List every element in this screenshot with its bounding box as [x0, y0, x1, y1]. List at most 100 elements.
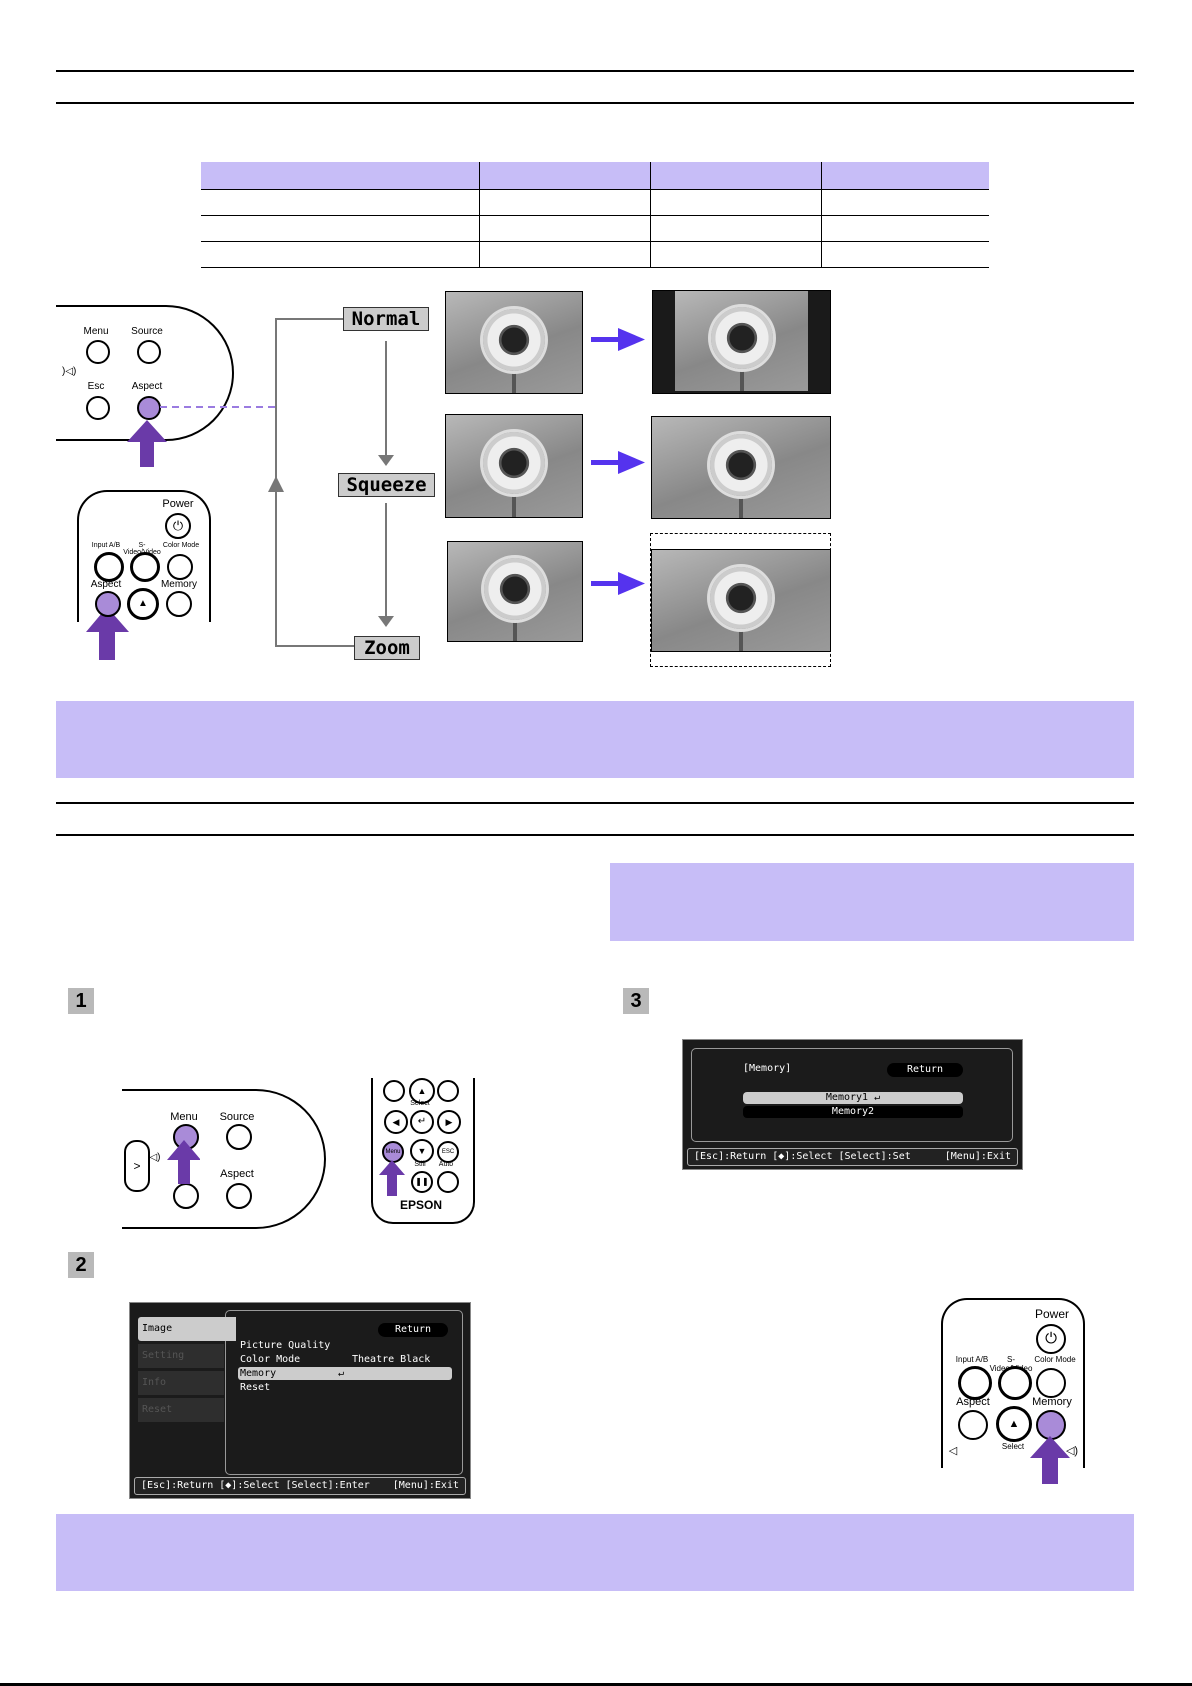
esc-label: ESC — [441, 1149, 455, 1155]
tab-image[interactable]: Image — [138, 1317, 236, 1341]
note-box — [56, 701, 1134, 778]
section-rule-bottom — [56, 834, 1134, 836]
menu-label: Menu — [170, 1111, 198, 1123]
tab-label: Setting — [142, 1350, 185, 1361]
step-1-badge: 1 — [68, 988, 94, 1014]
memory-title: [Memory] — [743, 1063, 792, 1074]
remote-top — [77, 490, 211, 622]
osd-menu-screen: Image Setting Info Reset Return Picture … — [129, 1302, 471, 1499]
tab-label: Image — [142, 1323, 173, 1334]
press-arrow-icon — [127, 420, 167, 467]
step-2-badge: 2 — [68, 1252, 94, 1278]
select-up-button[interactable]: ▲ — [127, 588, 159, 620]
left-button[interactable]: ◀ — [384, 1110, 408, 1134]
memory-label: Memory — [160, 579, 198, 590]
tab-label: Info — [142, 1377, 167, 1388]
result-image-normal — [652, 290, 831, 394]
select-label: Select — [410, 1100, 430, 1107]
down-button[interactable]: ▼ — [410, 1139, 434, 1163]
menu-row-reset[interactable]: Reset — [240, 1381, 450, 1394]
table-row — [201, 189, 989, 216]
svideo-button[interactable] — [998, 1366, 1032, 1400]
esc-button[interactable] — [86, 396, 110, 420]
result-image-squeeze — [651, 416, 831, 519]
select-label: Select — [1001, 1442, 1025, 1451]
left-icon: ◀ — [392, 1117, 400, 1127]
menu-row-picture-quality[interactable]: Picture Quality — [240, 1339, 450, 1352]
memory1-item[interactable]: Memory1 ↵ — [743, 1092, 963, 1104]
auto-button[interactable] — [437, 1171, 459, 1193]
press-arrow-icon — [1030, 1436, 1070, 1484]
source-button[interactable] — [137, 340, 161, 364]
aspect-button[interactable] — [958, 1410, 988, 1440]
tab-setting[interactable]: Setting — [138, 1344, 224, 1368]
power-button[interactable]: ⏻ — [165, 513, 191, 539]
remote-aspect-button[interactable] — [95, 591, 121, 617]
svideo-button[interactable] — [130, 552, 160, 582]
section-rule-top — [56, 802, 1134, 804]
source-button[interactable] — [226, 1124, 252, 1150]
arrow-right-icon — [591, 581, 621, 586]
input-button[interactable] — [94, 552, 124, 582]
power-button[interactable]: ⏻ — [1036, 1324, 1066, 1354]
page-footer-rule — [0, 1683, 1192, 1686]
memory2-item[interactable]: Memory2 — [743, 1106, 963, 1118]
colormode-label: Color Mode — [1034, 1355, 1076, 1364]
tab-reset[interactable]: Reset — [138, 1398, 224, 1422]
row-label: Memory — [240, 1368, 277, 1379]
input-label: Input A/B — [91, 542, 121, 549]
osd-memory-screen: [Memory] Return Memory1 ↵ Memory2 [Esc]:… — [682, 1039, 1023, 1170]
up-icon: ▲ — [1008, 1418, 1020, 1430]
aspect-label: Aspect — [131, 381, 163, 392]
aspect-label: Aspect — [220, 1168, 254, 1180]
colormode-button[interactable] — [167, 554, 193, 580]
result-image-zoom — [651, 549, 831, 652]
menu-label: Menu — [83, 326, 109, 337]
esc-button[interactable]: ESC — [437, 1141, 459, 1163]
aspect-flow-diagram — [86, 318, 645, 660]
menu-label: Menu — [385, 1149, 401, 1155]
menu-row-memory[interactable]: Memory ↵ — [238, 1367, 452, 1380]
colormode-button[interactable] — [1036, 1368, 1066, 1398]
menu-button[interactable] — [86, 340, 110, 364]
input-button[interactable] — [958, 1366, 992, 1400]
select-up-button[interactable]: ▲ — [409, 1078, 435, 1104]
return-button[interactable]: Return — [378, 1323, 448, 1337]
right-button[interactable]: ▶ — [437, 1110, 461, 1134]
arrow-right-icon — [591, 460, 621, 465]
section-rule-top — [56, 70, 1134, 72]
memory-button[interactable] — [166, 591, 192, 617]
esc-button[interactable] — [173, 1183, 199, 1209]
input-label: Input A/B — [955, 1355, 989, 1364]
footer-left: [Esc]:Return [◆]:Select [Select]:Enter — [141, 1480, 370, 1491]
row-value: Theatre Black — [352, 1354, 431, 1365]
volume-down-icon: ◁ — [948, 1445, 958, 1457]
tab-info[interactable]: Info — [138, 1371, 224, 1395]
still-button[interactable]: ❚❚ — [411, 1171, 433, 1193]
enter-icon: ↵ — [338, 1368, 345, 1379]
arrow-right-icon — [591, 337, 621, 342]
enter-button[interactable]: ↵ — [410, 1110, 434, 1134]
remote-button[interactable] — [437, 1080, 459, 1102]
select-up-button[interactable]: ▲ — [996, 1406, 1032, 1442]
cycle-arrow-icon — [268, 476, 284, 492]
press-arrow-icon — [379, 1160, 405, 1196]
return-button[interactable]: Return — [887, 1063, 963, 1077]
footer-right: [Menu]:Exit — [392, 1480, 459, 1491]
remote-button[interactable] — [383, 1080, 405, 1102]
source-label: Source — [219, 1111, 255, 1123]
memory-label: Memory — [1032, 1396, 1072, 1408]
mode-normal-label: Normal — [343, 307, 429, 331]
volume-up-icon: ◁) — [149, 1152, 161, 1163]
source-label: Source — [131, 326, 163, 337]
footer-right: [Menu]:Exit — [944, 1151, 1011, 1162]
aspect-button[interactable] — [226, 1183, 252, 1209]
note-box — [610, 863, 1134, 941]
note-box — [56, 1514, 1134, 1591]
mode-squeeze-label: Squeeze — [338, 473, 435, 497]
table-row — [201, 215, 989, 242]
footer-left: [Esc]:Return [◆]:Select [Select]:Set — [694, 1151, 911, 1162]
power-icon: ⏻ — [1045, 1330, 1057, 1347]
up-icon: ▲ — [138, 598, 148, 609]
